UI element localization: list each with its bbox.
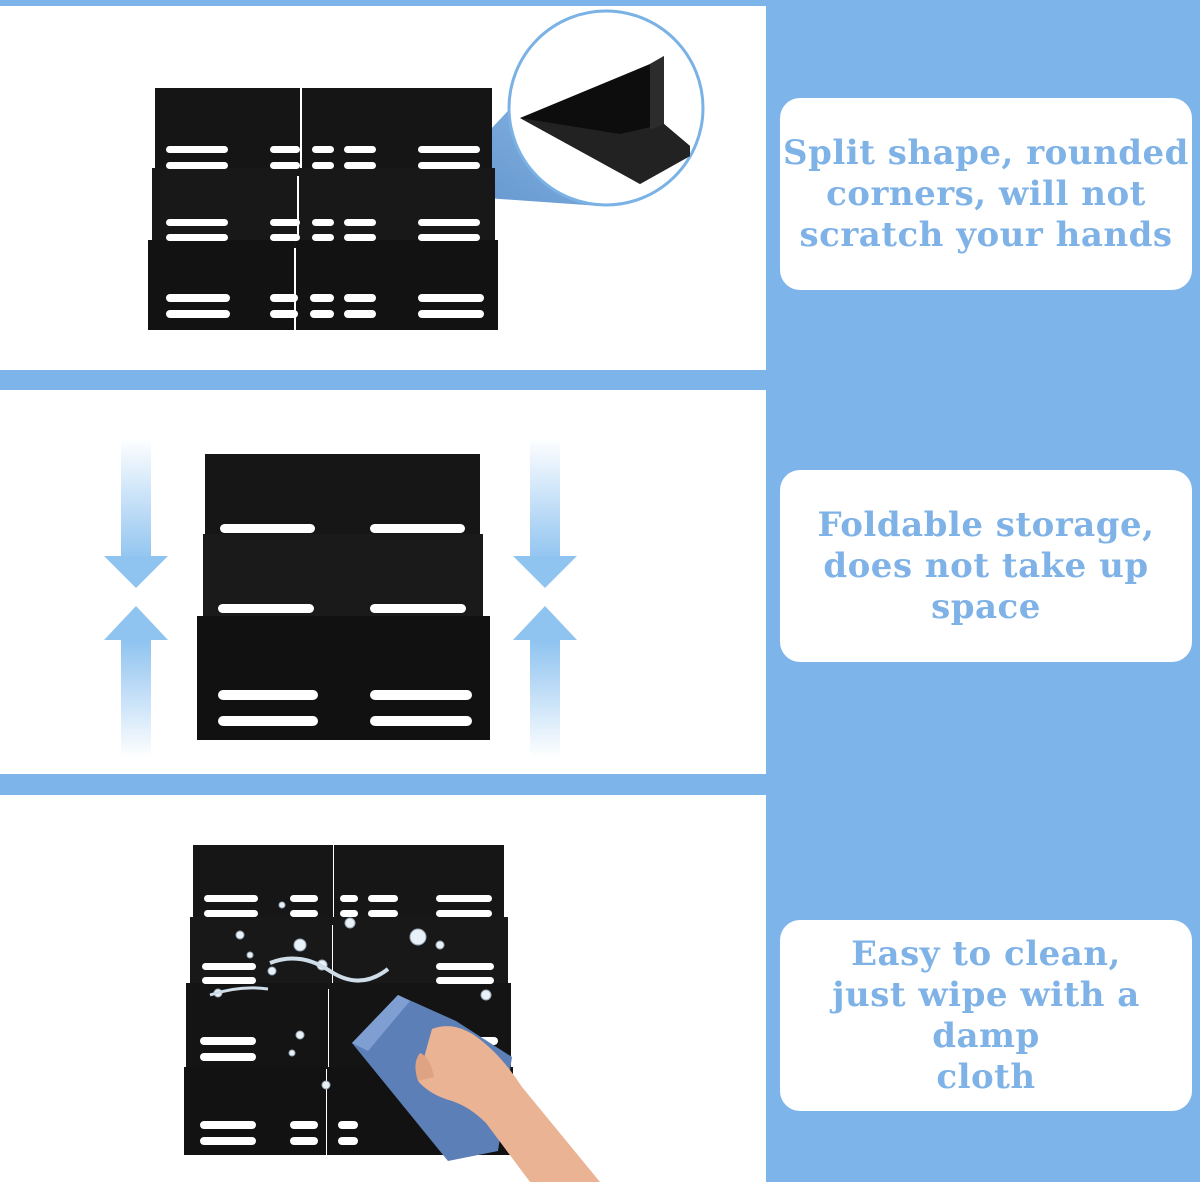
- feature-text: Foldable storage, does not take up space: [817, 504, 1155, 627]
- feature-image-easy-clean: [0, 795, 766, 1182]
- folded-shelf: [197, 454, 490, 740]
- up-arrow-icon: [104, 606, 168, 758]
- corner-closeup: [507, 9, 705, 207]
- up-arrow-icon: [513, 606, 577, 758]
- feature-image-foldable: [0, 390, 766, 774]
- hand-with-cloth: [352, 995, 600, 1182]
- feature-text: Split shape, rounded corners, will not s…: [783, 132, 1189, 255]
- feature-card-foldable: Foldable storage, does not take up space: [780, 470, 1192, 662]
- down-arrow-icon: [104, 438, 168, 588]
- water-splash: [209, 901, 492, 1090]
- three-tier-shelf: [148, 88, 498, 330]
- feature-image-split-shape: [0, 6, 766, 370]
- down-arrow-icon: [513, 438, 577, 588]
- feature-card-easy-clean: Easy to clean, just wipe with a damp clo…: [780, 920, 1192, 1111]
- feature-text: Easy to clean, just wipe with a damp clo…: [832, 933, 1140, 1097]
- feature-card-split-shape: Split shape, rounded corners, will not s…: [780, 98, 1192, 290]
